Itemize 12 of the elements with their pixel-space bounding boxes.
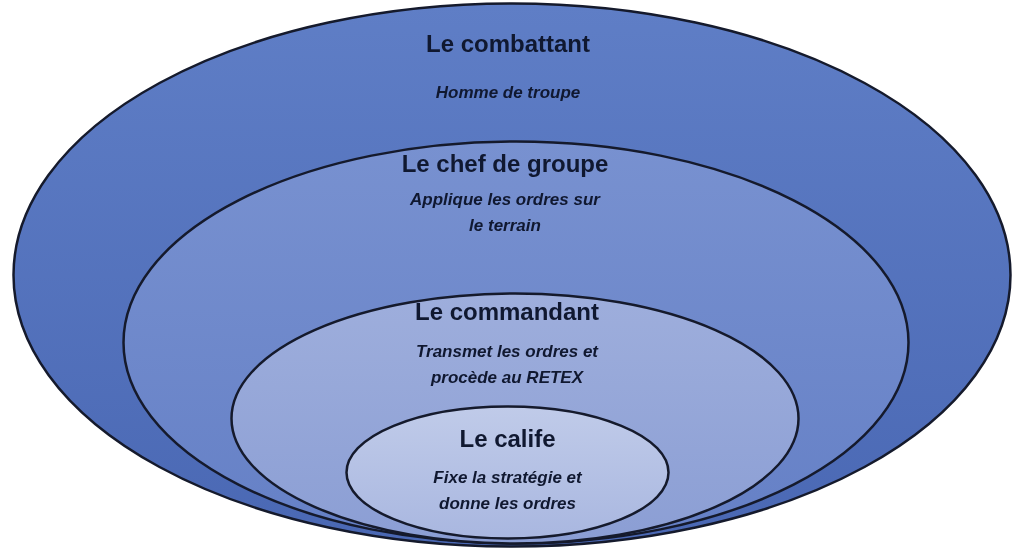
ellipse-layer [345, 405, 670, 540]
ellipse-layer [122, 140, 910, 545]
ellipse-layer [12, 2, 1012, 548]
layer-description: Fixe la stratégie et donne les ordres [432, 467, 583, 515]
layer-title: Le combattant [426, 30, 590, 58]
layer-description: Applique les ordres sur le terrain [409, 189, 602, 237]
layer-description: Homme de troupe [435, 82, 581, 104]
layer-title: Le chef de groupe [401, 150, 609, 178]
layer-description: Transmet les ordres et procède au RETEX [414, 341, 600, 389]
ellipse-layer [230, 292, 800, 545]
layer-title: Le calife [459, 425, 556, 453]
layer-title: Le commandant [415, 298, 599, 326]
